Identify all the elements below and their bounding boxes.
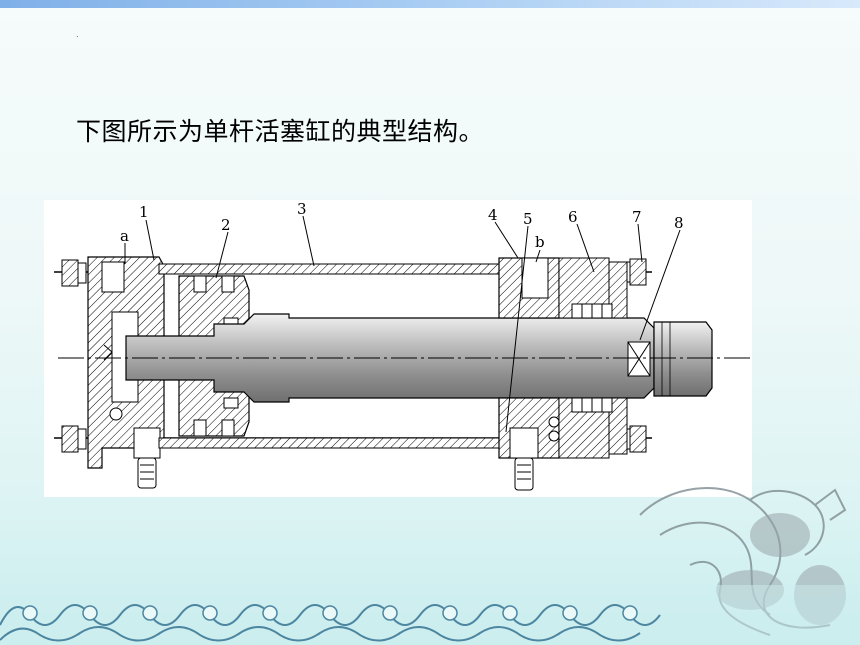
- label-a: a: [120, 227, 129, 245]
- slide-title: 下图所示为单杆活塞缸的典型结构。: [76, 117, 485, 146]
- leader-lines: [124, 215, 681, 433]
- cylinder-diagram: 1 2 3 4 5 6 7 8 a b: [44, 200, 752, 497]
- label-1: 1: [139, 203, 149, 221]
- dot-mark: .: [76, 30, 79, 39]
- label-3: 3: [297, 200, 307, 218]
- label-5: 5: [523, 210, 533, 228]
- label-b: b: [535, 233, 545, 251]
- nut-left-bottom: [61, 425, 87, 453]
- top-band: [0, 0, 860, 8]
- piston-rod: [125, 313, 713, 403]
- label-4: 4: [488, 206, 498, 224]
- label-2: 2: [221, 216, 231, 234]
- port-fitting-right: [509, 416, 560, 491]
- wave-border: [0, 585, 860, 645]
- port-fitting-left: [109, 407, 161, 489]
- end-cap-right: [498, 257, 628, 459]
- label-8: 8: [674, 214, 684, 232]
- nut-left-top: [61, 259, 87, 287]
- label-7: 7: [632, 208, 642, 226]
- label-6: 6: [568, 208, 578, 226]
